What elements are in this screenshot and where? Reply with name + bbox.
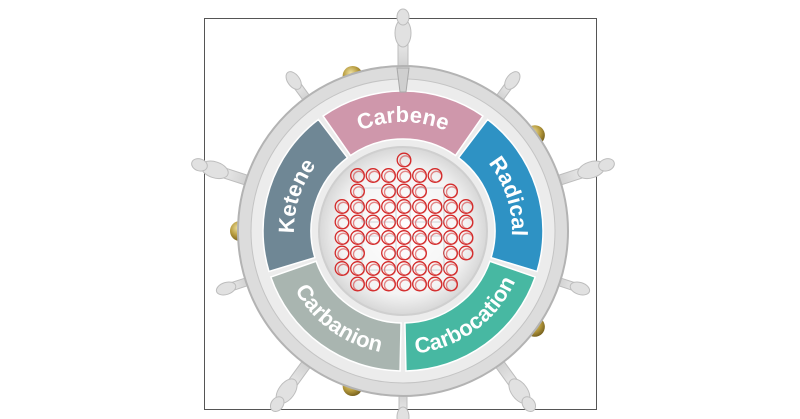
wheel-top-pointer — [396, 67, 410, 93]
segment-radical — [457, 118, 544, 273]
segment-carbanion — [269, 260, 402, 372]
spoke-handle — [394, 8, 412, 77]
zeolite-framework-illustration — [334, 152, 474, 292]
segment-carbocation — [404, 260, 537, 372]
segment-carbene — [322, 90, 484, 157]
segment-ketene — [262, 118, 349, 273]
spoke-handle — [491, 354, 537, 413]
reaction-intermediate-ring — [262, 90, 544, 372]
